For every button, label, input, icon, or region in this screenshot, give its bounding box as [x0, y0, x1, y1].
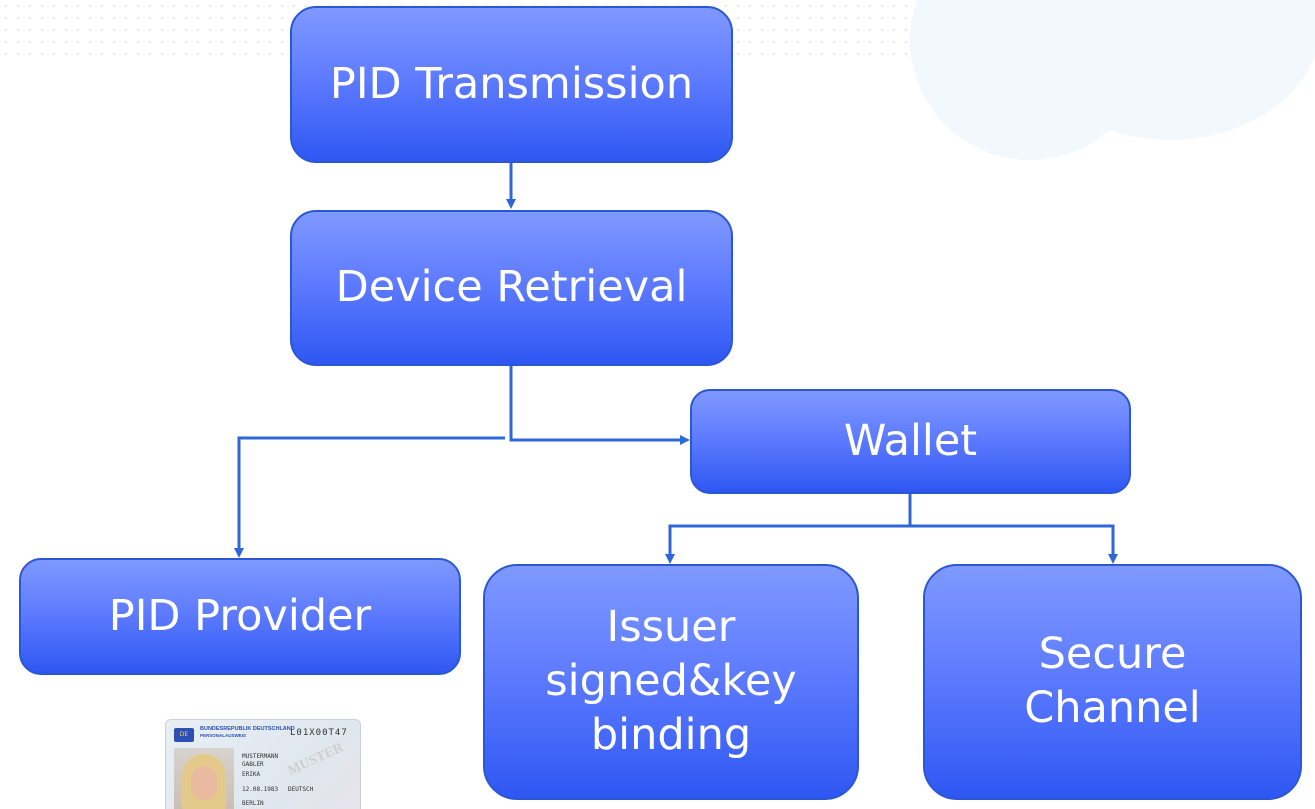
node-pid-provider-label: PID Provider	[108, 590, 372, 641]
id-card-watermark: MUSTER	[285, 740, 347, 780]
node-issuer-label-line1: Issuer	[606, 602, 736, 653]
id-card-header: BUNDESREPUBLIK DEUTSCHLAND	[200, 726, 295, 732]
photo-face	[191, 766, 217, 800]
id-card-image: DE BUNDESREPUBLIK DEUTSCHLAND PERSONALAU…	[165, 719, 361, 809]
id-card-nationality: DEUTSCH	[288, 786, 314, 793]
id-card-birth-place: BERLIN	[242, 800, 264, 807]
node-issuer-label-line3: binding	[590, 709, 752, 760]
id-card-birth-date: 12.08.1983	[242, 786, 279, 793]
connector-retrieval-to-provider	[234, 436, 505, 558]
connector-wallet-to-channel	[910, 524, 1118, 564]
id-card-surname: MUSTERMANN	[242, 753, 279, 760]
node-issuer-label-line2: signed&key	[545, 656, 797, 707]
eu-flag-icon: DE	[174, 728, 194, 742]
node-pid-transmission: PID Transmission	[290, 6, 733, 163]
node-secure-channel-label-line1: Secure	[1038, 629, 1187, 680]
node-device-retrieval-label: Device Retrieval	[335, 262, 688, 313]
node-issuer-signed-key-binding: Issuer signed&key binding	[483, 564, 859, 800]
id-card-photo	[174, 748, 234, 809]
node-device-retrieval: Device Retrieval	[290, 210, 733, 366]
node-wallet-label: Wallet	[843, 415, 978, 466]
connector-retrieval-to-wallet	[509, 366, 690, 445]
id-card-doc-type: PERSONALAUSWEIS	[200, 733, 247, 738]
id-card-given-name: ERIKA	[242, 771, 261, 778]
node-wallet: Wallet	[690, 389, 1131, 494]
node-pid-transmission-label: PID Transmission	[329, 58, 694, 109]
node-secure-channel: Secure Channel	[923, 564, 1302, 800]
node-pid-provider: PID Provider	[19, 558, 461, 675]
connector-wallet-to-issuer	[665, 524, 910, 564]
id-card-birth-name: GABLER	[242, 761, 264, 768]
node-secure-channel-label-line2: Channel	[1024, 683, 1201, 733]
id-card-number: L01X00T47	[290, 728, 348, 738]
